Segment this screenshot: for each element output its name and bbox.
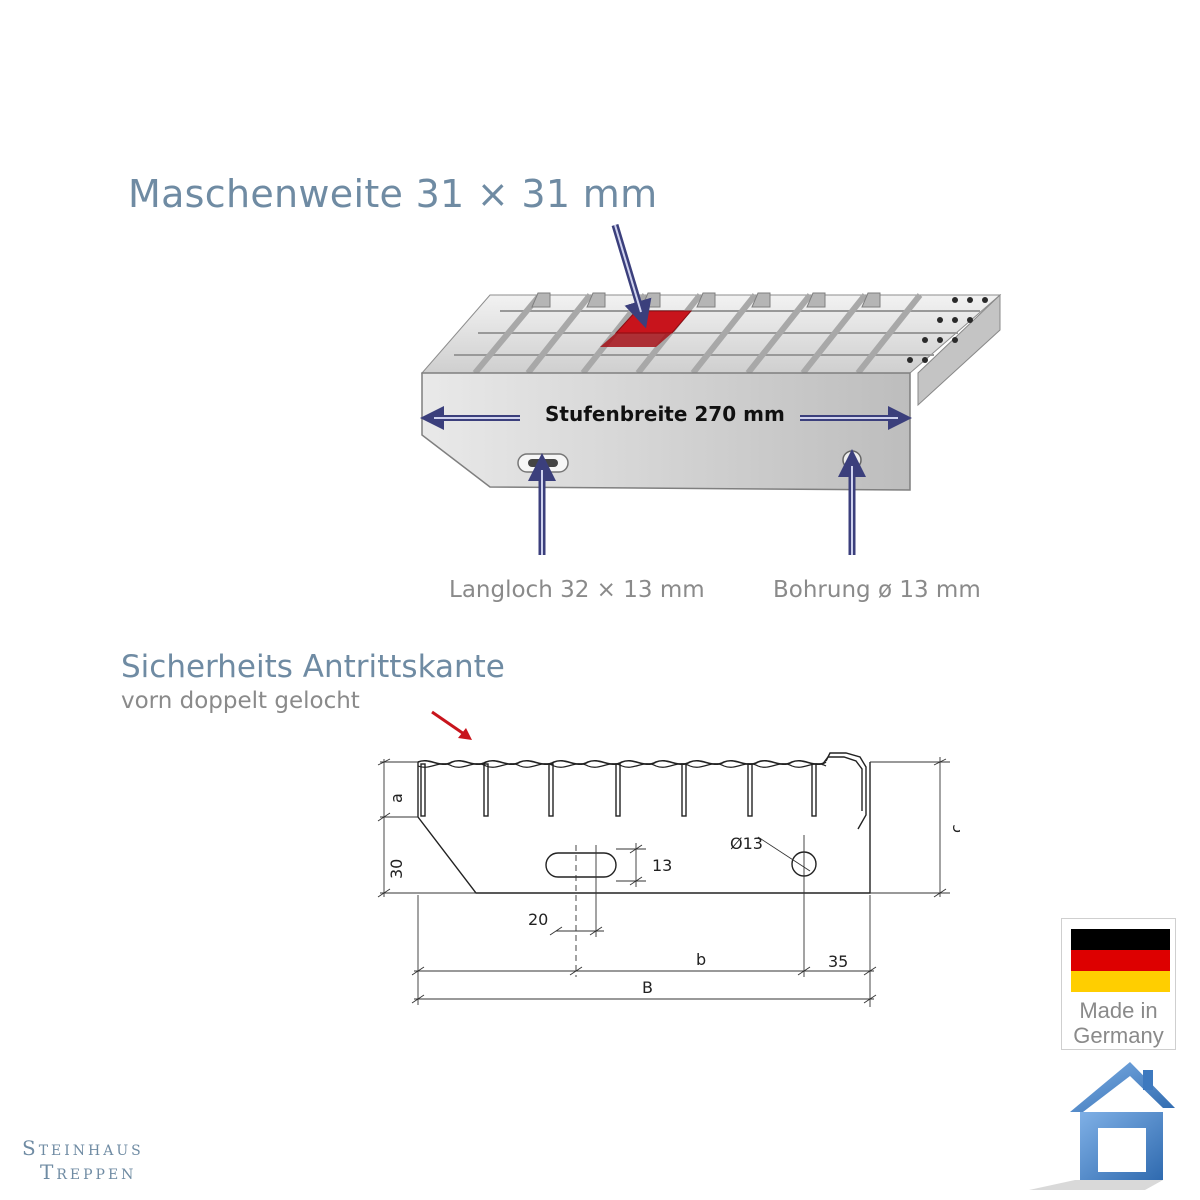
hole-caption: Bohrung ø 13 mm: [773, 577, 981, 603]
flag-gold-stripe: [1071, 971, 1170, 992]
slot-caption: Langloch 32 × 13 mm: [449, 577, 705, 603]
dim-B-label: B: [642, 978, 653, 997]
dim-30-label: 30: [387, 859, 406, 879]
grating-step-illustration: [420, 223, 1002, 555]
badge-line2: Germany: [1073, 1023, 1164, 1048]
flag-red-stripe: [1071, 950, 1170, 971]
dim-b-label: b: [696, 950, 706, 969]
brand-line2: Treppen: [40, 1160, 137, 1184]
edge-pointer-arrow: [431, 710, 472, 740]
dim-a-label: a: [387, 793, 406, 803]
section-title: Sicherheits Antrittskante: [121, 649, 505, 685]
dim-13-label: 13: [652, 856, 672, 875]
flag-black-stripe: [1071, 929, 1170, 950]
dim-20-label: 20: [528, 910, 548, 929]
made-in-germany-badge: Made in Germany: [1061, 918, 1176, 1050]
mesh-size-title: Maschenweite 31 × 31 mm: [128, 172, 658, 216]
badge-line1: Made in: [1079, 998, 1158, 1023]
section-subtitle: vorn doppelt gelocht: [121, 688, 360, 714]
dim-bore-label: Ø13: [730, 834, 763, 853]
technical-drawing: a 30 c 13 Ø13 20 b 35 B: [377, 752, 960, 1007]
house-logo-icon: [1029, 1062, 1175, 1190]
dim-35-label: 35: [828, 952, 848, 971]
dim-c-label: c: [947, 824, 960, 833]
brand-line1: Steinhaus: [22, 1136, 144, 1160]
step-width-label: Stufenbreite 270 mm: [545, 402, 785, 426]
